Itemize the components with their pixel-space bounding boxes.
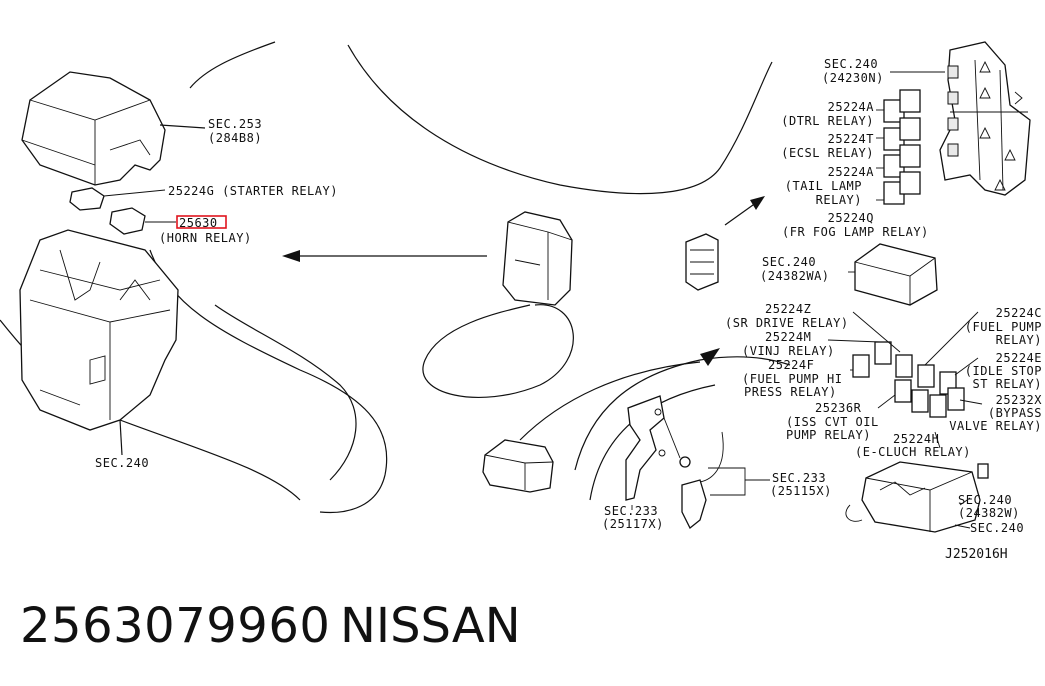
label-idlestop-1: (IDLE STOP [965, 364, 1042, 378]
relay-stack-top [876, 89, 921, 205]
callout-labels: SEC.253 (284B8) 25224G (STARTER RELAY) 2… [95, 57, 1042, 562]
label-sec240-top: SEC.240 [824, 57, 878, 71]
relay-bracket-top-right [890, 41, 1031, 196]
label-idlestop-part: 25224E [996, 351, 1042, 365]
label-fuelpump-1: (FUEL PUMP [965, 320, 1042, 334]
label-tail-1: (TAIL LAMP [785, 179, 862, 193]
brand-name: NISSAN [340, 598, 521, 654]
label-sec240-left: SEC.240 [95, 456, 149, 470]
label-fuelpump-part: 25224C [996, 306, 1042, 320]
starter-relay-part [69, 187, 166, 211]
center-fuse-block [282, 211, 574, 398]
relay-connector [685, 196, 765, 291]
label-idlestop-2: ST RELAY) [972, 377, 1042, 391]
label-sec233-right-code: (25115X) [770, 484, 832, 498]
fuse-box-cover [21, 71, 206, 186]
label-vinj-part: 25224M [765, 330, 811, 344]
relay-cluster-lower [827, 311, 983, 449]
label-horn-relay-part: 25630 [179, 216, 218, 230]
label-fuelhi-part: 25224F [768, 358, 814, 372]
part-number: 2563079960 [20, 598, 331, 654]
bracket-assembly [625, 395, 770, 530]
label-sec240-top-code: (24230N) [822, 71, 884, 85]
label-frfog: (FR FOG LAMP RELAY) [782, 225, 929, 239]
label-sec240-mid: SEC.240 [762, 255, 816, 269]
label-bypass-1: (BYPASS [988, 406, 1042, 420]
label-srdrive-part: 25224Z [765, 302, 811, 316]
label-bypass-2: VALVE RELAY) [949, 419, 1042, 433]
label-eclutch: (E-CLUCH RELAY) [855, 445, 971, 459]
label-dtrl-part: 25224A [828, 100, 875, 114]
label-tail-2: RELAY) [816, 193, 862, 207]
label-drawing-code: J252016H [945, 547, 1008, 562]
control-unit [848, 243, 938, 306]
label-sec253-code: (284B8) [208, 131, 262, 145]
label-sec253: SEC.253 [208, 117, 262, 131]
label-eclutch-part: 25224H [893, 432, 939, 446]
label-dtrl: (DTRL RELAY) [781, 114, 874, 128]
label-isscvt-1: (ISS CVT OIL [786, 415, 879, 429]
label-isscvt-2: PUMP RELAY) [786, 428, 871, 442]
label-sec240-low: SEC.240 [958, 493, 1012, 507]
label-horn-relay: (HORN RELAY) [159, 231, 252, 245]
label-fuelhi-2: PRESS RELAY) [744, 385, 837, 399]
label-tail-part: 25224A [828, 165, 875, 179]
label-srdrive: (SR DRIVE RELAY) [725, 316, 849, 330]
horn-relay-part [109, 207, 176, 235]
label-bypass-part: 25232X [996, 393, 1043, 407]
horn-relay-highlight [176, 215, 227, 229]
relay-box-left [19, 229, 179, 456]
label-fuelhi-1: (FUEL PUMP HI [742, 372, 842, 386]
label-frfog-part: 25224Q [828, 211, 874, 225]
label-sec233-mid-code: (25117X) [602, 517, 664, 531]
label-starter-relay: 25224G (STARTER RELAY) [168, 184, 338, 198]
label-sec240-low2: SEC.240 [970, 521, 1024, 535]
label-sec240-low-code: (24382W) [958, 506, 1020, 520]
label-sec240-mid-code: (24382WA) [760, 269, 830, 283]
relay-box-bottom-right [845, 461, 989, 533]
label-sec233-mid: SEC.233 [604, 504, 658, 518]
small-relay-block [482, 348, 720, 493]
label-sec233-right: SEC.233 [772, 471, 826, 485]
label-fuelpump-2: RELAY) [996, 333, 1042, 347]
label-ecsl: (ECSL RELAY) [781, 146, 874, 160]
label-isscvt-part: 25236R [815, 401, 862, 415]
label-vinj: (VINJ RELAY) [742, 344, 835, 358]
label-ecsl-part: 25224T [828, 132, 874, 146]
